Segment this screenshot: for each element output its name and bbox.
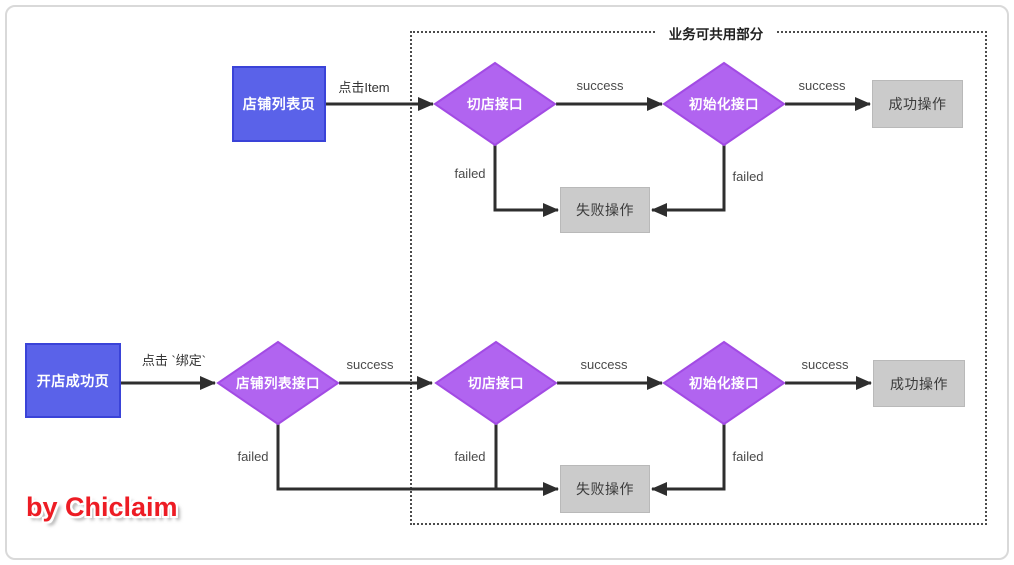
decision-diamond-bottom-shoplist-api	[216, 340, 340, 426]
edge-label-top-trigger: 点击Item	[338, 80, 390, 95]
action-node-label: 成功操作	[890, 375, 948, 392]
arrow-top-init-failed	[651, 145, 726, 217]
arrow-top-switch-failed	[493, 145, 559, 217]
decision-diamond-bottom-switch-api	[434, 340, 558, 426]
decision-diamond-bottom-init-api	[662, 340, 786, 426]
edge-label-top-success-2: success	[798, 78, 846, 93]
action-node-label: 失败操作	[576, 481, 634, 497]
start-node-label: 开店成功页	[36, 372, 110, 389]
action-node-label: 成功操作	[888, 96, 947, 112]
edge-label-top-success-1: success	[576, 78, 624, 93]
decision-label-top-init-api: 初始化接口	[689, 96, 759, 112]
arrow-bottom-init-failed	[651, 424, 726, 496]
author-watermark: by Chiclaim	[26, 492, 178, 522]
decision-diamond-top-switch-api	[433, 61, 557, 147]
decision-label-bottom-switch-api: 切店接口	[468, 375, 524, 391]
arrow-bottom-shoplist-failed	[276, 424, 559, 496]
shared-container-title: 业务可共用部分	[656, 23, 776, 43]
action-node-top-success: 成功操作	[872, 80, 963, 128]
decision-diamond-top-init-api	[662, 61, 786, 147]
start-node-open-shop-success-page: 开店成功页	[25, 343, 121, 418]
decision-label-bottom-shoplist-api: 店铺列表接口	[236, 375, 320, 391]
edge-label-bottom-success-2: success	[580, 357, 628, 372]
edge-label-bottom-success-3: success	[801, 357, 849, 372]
edge-label-bottom-success-1: success	[346, 357, 394, 372]
edge-label-bottom-failed-1: failed	[237, 449, 269, 464]
edge-label-top-failed-2: failed	[732, 169, 764, 184]
start-node-label: 店铺列表页	[242, 96, 316, 112]
action-node-bottom-fail: 失败操作	[560, 465, 650, 513]
edge-label-bottom-trigger: 点击 `绑定`	[141, 353, 207, 368]
action-node-bottom-success: 成功操作	[873, 360, 965, 407]
decision-label-top-switch-api: 切店接口	[467, 96, 523, 112]
action-node-label: 失败操作	[576, 202, 634, 218]
action-node-top-fail: 失败操作	[560, 187, 650, 233]
edge-label-top-failed-1: failed	[454, 166, 486, 181]
decision-label-bottom-init-api: 初始化接口	[689, 375, 759, 391]
start-node-shop-list-page: 店铺列表页	[232, 66, 326, 142]
edge-label-bottom-failed-2: failed	[454, 449, 486, 464]
edge-label-bottom-failed-3: failed	[732, 449, 764, 464]
